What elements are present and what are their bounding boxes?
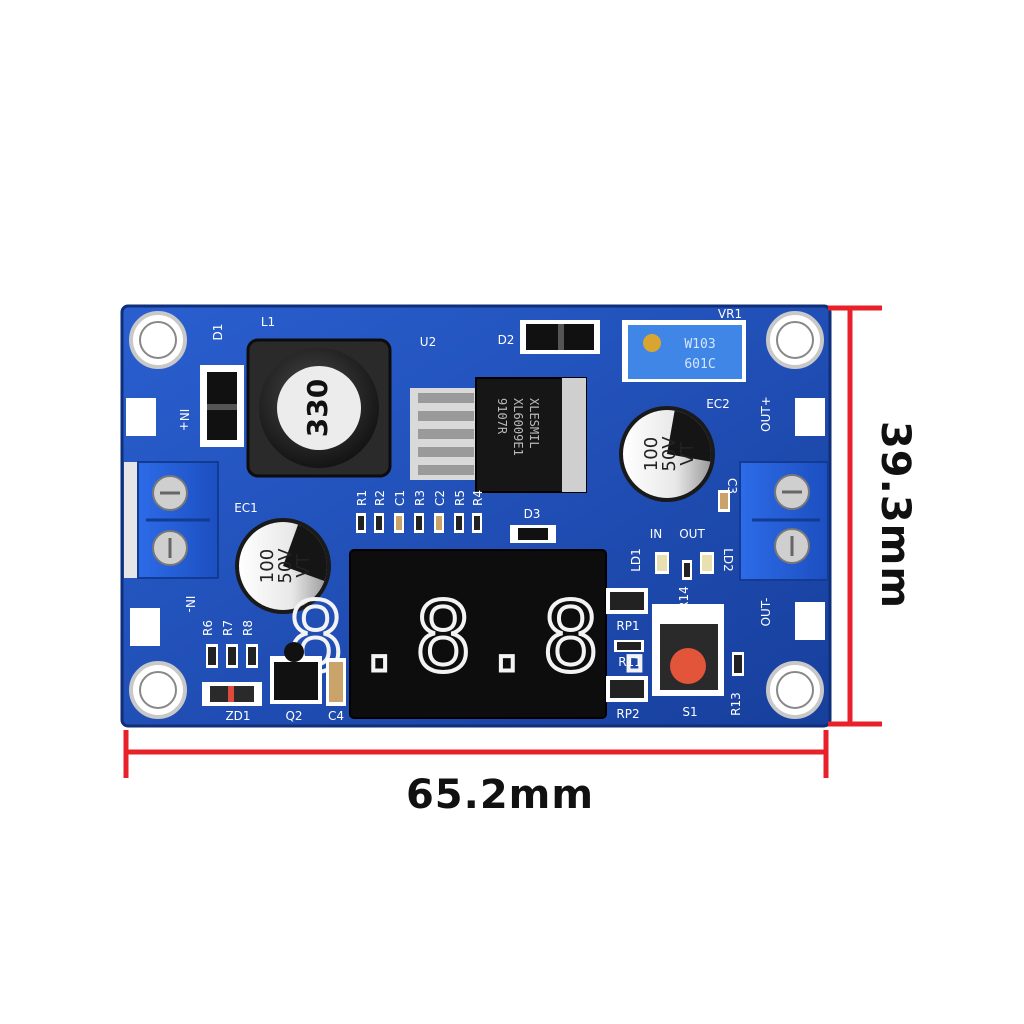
silk-ec1: EC1 bbox=[234, 501, 258, 515]
diode-d2 bbox=[520, 320, 600, 354]
silk-in-plus: IN+ bbox=[177, 409, 191, 432]
silk-c2: C2 bbox=[433, 490, 447, 506]
ec1-line-1: 100 bbox=[257, 549, 278, 583]
silk-ec2: EC2 bbox=[706, 397, 730, 411]
silk-q2: Q2 bbox=[285, 709, 302, 723]
silk-u2: U2 bbox=[420, 335, 436, 349]
silk-out-led: OUT bbox=[679, 527, 705, 541]
silk-r5: R5 bbox=[453, 490, 467, 506]
bottom-left-components bbox=[202, 642, 346, 706]
display-digits: 8.8.8. bbox=[287, 581, 670, 693]
capacitor-ec1: 100 50V VT bbox=[235, 518, 331, 614]
silk-zd1: ZD1 bbox=[225, 709, 250, 723]
output-terminal-block bbox=[739, 461, 829, 581]
pot-marking-2: 601C bbox=[684, 357, 715, 372]
silk-c4: C4 bbox=[328, 709, 344, 723]
width-dimension-line bbox=[123, 730, 829, 778]
indicator-leds bbox=[655, 552, 714, 580]
width-dimension-label: 65.2mm bbox=[405, 772, 595, 818]
silkscreen-labels: D1 L1 U2 D2 VR1 IN+ IN- OUT+ OUT- EC1 EC… bbox=[177, 307, 773, 723]
inductor-value: 330 bbox=[301, 379, 334, 437]
silk-c3: C3 bbox=[725, 478, 739, 494]
silk-r14: R14 bbox=[677, 586, 691, 610]
ec1-line-2: 50V bbox=[275, 548, 296, 584]
regulator-u2: XLESMIL XL6009E1 9107R bbox=[410, 377, 587, 493]
silk-in-led: IN bbox=[650, 527, 663, 541]
height-dimension-line bbox=[828, 305, 882, 727]
silk-out-plus: OUT+ bbox=[759, 396, 773, 432]
silk-c1: C1 bbox=[393, 490, 407, 506]
pot-marking-1: W103 bbox=[684, 337, 715, 352]
silk-r11: R11 bbox=[618, 655, 642, 669]
silk-r7: R7 bbox=[221, 620, 235, 636]
silk-rp1: RP1 bbox=[616, 619, 639, 633]
silk-r8: R8 bbox=[241, 620, 255, 636]
height-dimension-label: 39.3mm bbox=[872, 420, 918, 610]
silk-ld1: LD1 bbox=[629, 548, 643, 572]
solder-pads bbox=[126, 398, 825, 646]
resistor-networks bbox=[606, 588, 648, 702]
mounting-holes bbox=[129, 311, 824, 719]
silk-r2: R2 bbox=[373, 490, 387, 506]
regulator-marking-3: 9107R bbox=[495, 398, 509, 435]
silk-out-minus: OUT- bbox=[759, 598, 773, 627]
silk-in-minus: IN- bbox=[183, 596, 197, 613]
silk-vr1: VR1 bbox=[718, 307, 742, 321]
silk-s1: S1 bbox=[682, 705, 697, 719]
diode-d1 bbox=[200, 365, 244, 447]
silk-ld2: LD2 bbox=[721, 548, 735, 572]
input-terminal-block bbox=[124, 461, 219, 579]
silk-d1: D1 bbox=[211, 324, 225, 341]
ec1-line-3: VT bbox=[293, 553, 314, 577]
smd-component-row bbox=[356, 490, 730, 543]
ec2-line-1: 100 bbox=[641, 437, 662, 471]
ec2-line-3: VT bbox=[677, 441, 698, 465]
silk-d2: D2 bbox=[498, 333, 515, 347]
silk-d3: D3 bbox=[524, 507, 541, 521]
silk-l1: L1 bbox=[261, 315, 275, 329]
silk-r4: R4 bbox=[471, 490, 485, 506]
ec2-line-2: 50V bbox=[659, 436, 680, 472]
silk-r13: R13 bbox=[729, 692, 743, 716]
regulator-marking-2: XL6009E1 bbox=[511, 398, 525, 456]
silk-r1: R1 bbox=[355, 490, 369, 506]
potentiometer-vr1: W103 601C bbox=[622, 320, 746, 382]
silk-r3: R3 bbox=[413, 490, 427, 506]
push-button-s1 bbox=[652, 604, 744, 696]
inductor-l1: 330 bbox=[246, 338, 392, 478]
seven-segment-display: 8.8.8. bbox=[285, 549, 670, 719]
capacitor-ec2: 100 50V VT bbox=[619, 406, 715, 502]
regulator-marking-1: XLESMIL bbox=[527, 398, 541, 449]
silk-r6: R6 bbox=[201, 620, 215, 636]
silk-rp2: RP2 bbox=[616, 707, 639, 721]
